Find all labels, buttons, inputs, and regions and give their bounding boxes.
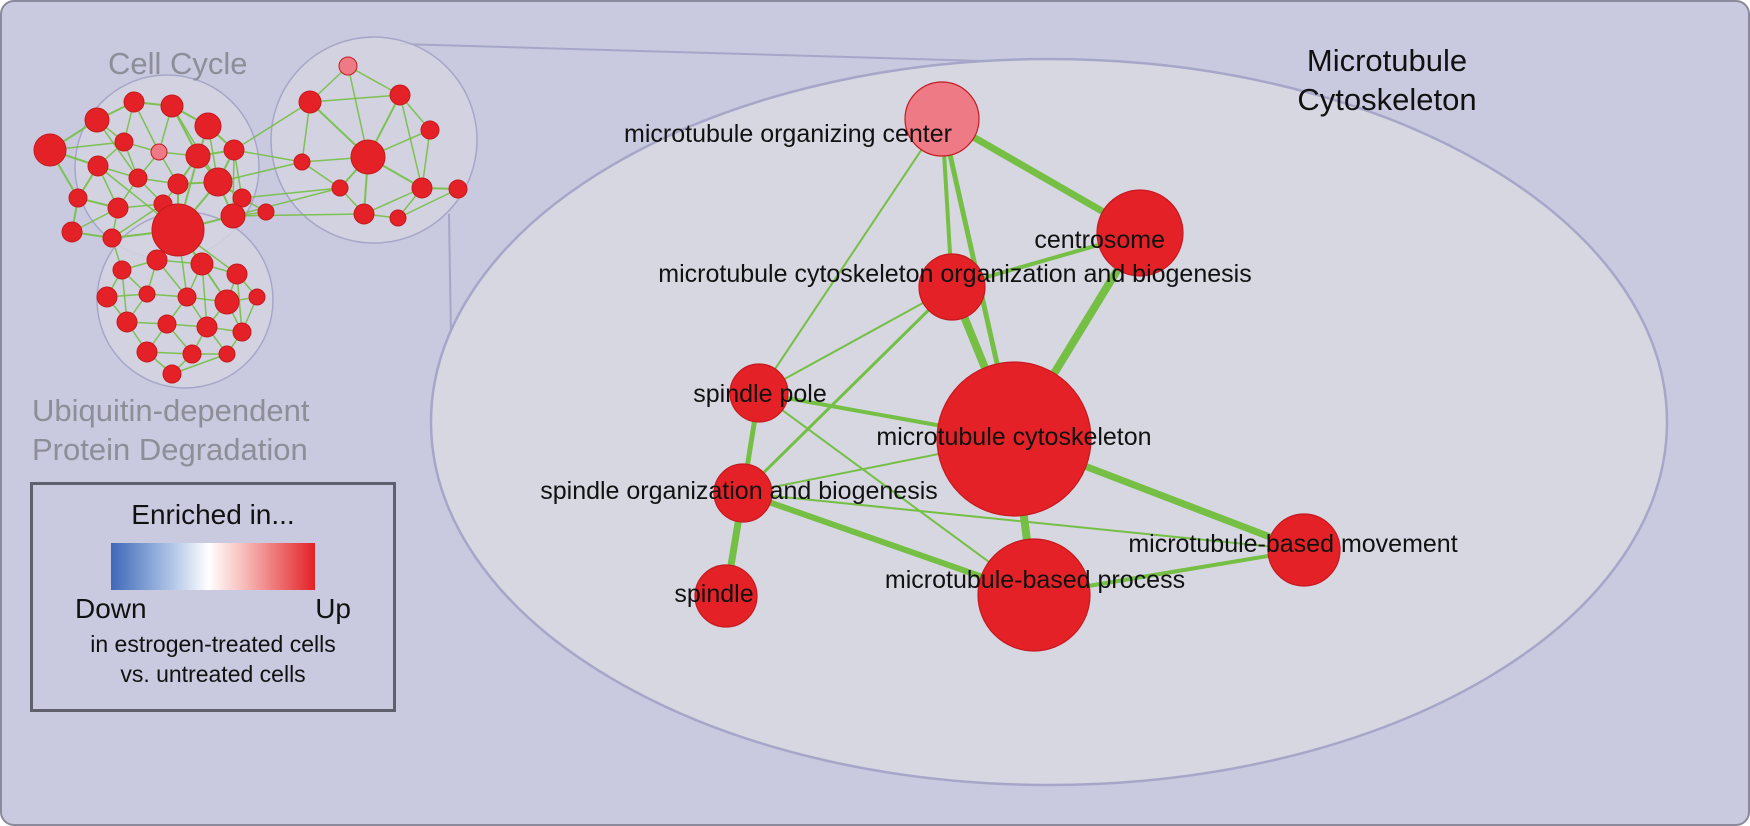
- detail-edge: [758, 392, 1035, 596]
- legend-title: Enriched in...: [131, 499, 295, 530]
- node-label-spindle: spindle: [674, 580, 753, 608]
- detail-node-sob: [713, 463, 773, 523]
- detail-edge: [741, 285, 954, 495]
- overview-node: [87, 155, 109, 177]
- legend-ends: Down Up: [33, 593, 393, 625]
- node-label-mbm: microtubule-based movement: [1128, 530, 1457, 558]
- overview-node: [196, 316, 218, 338]
- overview-node: [194, 112, 222, 140]
- overview-node: [114, 132, 134, 152]
- legend-caption-line1: in estrogen-treated cells: [90, 631, 336, 657]
- overview-node: [162, 364, 182, 384]
- cluster-label-microtubule-cytoskeleton: Microtubule Cytoskeleton: [1282, 42, 1492, 120]
- overview-node: [116, 311, 138, 333]
- detail-edge: [758, 118, 943, 394]
- cluster-label-microtubule-line1: Microtubule: [1306, 43, 1468, 78]
- node-label-centrosome: centrosome: [1034, 226, 1165, 254]
- overview-edge: [232, 213, 365, 217]
- node-label-spindle_pole: spindle pole: [693, 380, 826, 408]
- overview-node: [232, 188, 252, 208]
- overview-edge: [171, 353, 228, 375]
- overview-node: [232, 322, 252, 342]
- legend-up-label: Up: [315, 593, 351, 624]
- overview-node: [353, 203, 375, 225]
- cluster-label-cell-cycle: Cell Cycle: [108, 46, 248, 81]
- overview-node: [331, 179, 349, 197]
- overview-node: [107, 197, 129, 219]
- overview-node: [220, 203, 246, 229]
- overview-node: [411, 177, 433, 199]
- overview-node: [177, 287, 197, 307]
- overview-node: [96, 286, 118, 308]
- node-label-moc: microtubule organizing center: [624, 120, 952, 148]
- detail-edge: [758, 286, 953, 394]
- detail-node-spindle_pole: [729, 363, 789, 423]
- cluster-label-ubiquitin: Ubiquitin-dependent Protein Degradation: [32, 392, 310, 470]
- legend-caption-line2: vs. untreated cells: [120, 661, 306, 688]
- detail-node-spindle: [694, 564, 758, 628]
- overview-node: [203, 167, 233, 197]
- detail-node-mcob: [918, 253, 986, 321]
- overview-node: [167, 173, 189, 195]
- overview-node: [389, 209, 407, 227]
- cluster-label-microtubule-line2: Cytoskeleton: [1297, 81, 1477, 117]
- node-label-sob: spindle organization and biogenesis: [540, 477, 938, 505]
- overview-node: [190, 252, 214, 276]
- overview-node: [138, 285, 156, 303]
- overview-edge: [309, 94, 401, 103]
- overview-node: [136, 341, 158, 363]
- overview-edge: [232, 187, 341, 217]
- overview-edge: [111, 203, 164, 239]
- overview-edge: [397, 188, 459, 219]
- cluster-label-ubiquitin-line2: Protein Degradation: [32, 431, 308, 467]
- overview-node: [226, 263, 248, 285]
- overview-node: [448, 179, 468, 199]
- overview-node: [123, 91, 145, 113]
- overview-node: [84, 107, 110, 133]
- legend-caption: in estrogen-treated cells vs. untreated …: [33, 629, 393, 690]
- overview-node: [214, 289, 240, 315]
- overview-node: [160, 94, 184, 118]
- overview-node: [33, 133, 67, 167]
- overview-node: [420, 120, 440, 140]
- overview-node: [338, 56, 358, 76]
- overview-node: [102, 228, 122, 248]
- overview-node: [146, 249, 168, 271]
- overview-node: [68, 188, 88, 208]
- cluster-label-ubiquitin-line1: Ubiquitin-dependent: [32, 393, 310, 428]
- overview-node: [150, 143, 168, 161]
- overview-edge: [399, 94, 423, 189]
- detail-node-centrosome: [1096, 189, 1184, 277]
- overview-node: [182, 344, 202, 364]
- node-label-mbp: microtubule-based process: [885, 566, 1185, 594]
- detail-node-mbm: [1267, 513, 1341, 587]
- legend-gradient-bar: [111, 543, 315, 590]
- overview-node: [185, 143, 211, 169]
- node-label-mcob: microtubule cytoskeleton organization an…: [658, 260, 1251, 288]
- node-label-mc: microtubule cytoskeleton: [876, 423, 1151, 451]
- overview-node: [128, 168, 148, 188]
- overview-node: [298, 90, 322, 114]
- legend: Enriched in... Down Up in estrogen-treat…: [30, 482, 396, 712]
- overview-node: [350, 139, 386, 175]
- overview-edge: [233, 101, 311, 151]
- overview-node: [61, 221, 83, 243]
- detail-node-moc: [904, 81, 980, 157]
- overview-node: [248, 288, 266, 306]
- legend-down-label: Down: [75, 593, 147, 624]
- overview-node: [157, 314, 177, 334]
- detail-node-mc: [936, 361, 1092, 517]
- overview-node: [218, 345, 236, 363]
- overview-edge: [363, 187, 423, 215]
- overview-node: [223, 139, 245, 161]
- overview-node: [257, 203, 275, 221]
- detail-node-mbp: [977, 538, 1091, 652]
- overview-node: [389, 84, 411, 106]
- overview-edge: [233, 149, 303, 163]
- overview-edge: [241, 187, 341, 199]
- overview-node: [293, 153, 311, 171]
- overview-node: [112, 260, 132, 280]
- overview-node: [151, 203, 205, 257]
